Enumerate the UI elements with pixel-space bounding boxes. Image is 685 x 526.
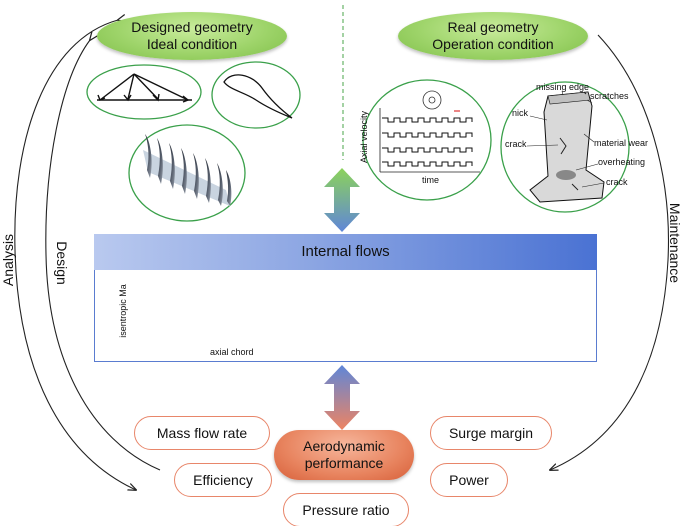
operation-condition-title: Operation condition	[432, 36, 554, 52]
crack-upper-label: crack	[505, 139, 527, 149]
velocity-triangles-icon	[97, 73, 192, 103]
material-wear-label: material wear	[594, 138, 649, 148]
damaged-blade-icon	[526, 90, 605, 203]
surge-margin-pill: Surge margin	[430, 416, 552, 450]
real-geometry-pill: Real geometry Operation condition	[398, 12, 588, 60]
velocity-triangle-ellipse	[86, 64, 202, 120]
analysis-arc-arrow	[14, 20, 136, 490]
axial-chord-label: axial chord	[210, 347, 254, 357]
velocity-plot-icon	[379, 90, 480, 173]
overheating-label: overheating	[598, 157, 646, 167]
mass-flow-rate-pill: Mass flow rate	[134, 416, 270, 450]
isentropic-ma-label: isentropic Ma	[117, 284, 128, 338]
geometry-flow-double-arrow	[324, 168, 360, 232]
aerodynamic-performance-pill: Aerodynamic performance	[274, 430, 414, 480]
designed-geometry-pill: Designed geometry Ideal condition	[97, 12, 287, 60]
maintenance-label: Maintenance	[667, 202, 684, 284]
ideal-condition-title: Ideal condition	[146, 36, 238, 52]
crack-lower-label: crack	[606, 177, 628, 187]
nick-label: nick	[512, 108, 529, 118]
design-label: Design	[53, 241, 70, 285]
internal-flows-panel	[94, 270, 597, 362]
airfoil-icon	[223, 74, 293, 119]
blade-cascade-icon	[143, 134, 232, 206]
aero-line2: performance	[304, 455, 384, 471]
efficiency-pill: Efficiency	[174, 463, 272, 497]
pressure-ratio-pill: Pressure ratio	[283, 493, 409, 526]
flow-performance-double-arrow	[324, 365, 360, 430]
internal-flows-bar: Internal flows	[94, 234, 597, 270]
aero-line1: Aerodynamic	[303, 438, 385, 454]
missing-edge-label: missing edge	[536, 82, 590, 92]
time-label: time	[422, 175, 440, 185]
analysis-label: Analysis	[0, 233, 17, 287]
velocity-plot-ellipse	[362, 79, 492, 201]
scratches-label: scratches	[590, 91, 629, 101]
design-arc-arrow	[45, 40, 161, 471]
axial-velocity-label: Axial velocity	[359, 110, 370, 164]
designed-geometry-title: Designed geometry	[131, 19, 253, 35]
power-pill: Power	[430, 463, 508, 497]
real-geometry-title: Real geometry	[447, 19, 539, 35]
maintenance-arc-arrow	[550, 34, 669, 470]
